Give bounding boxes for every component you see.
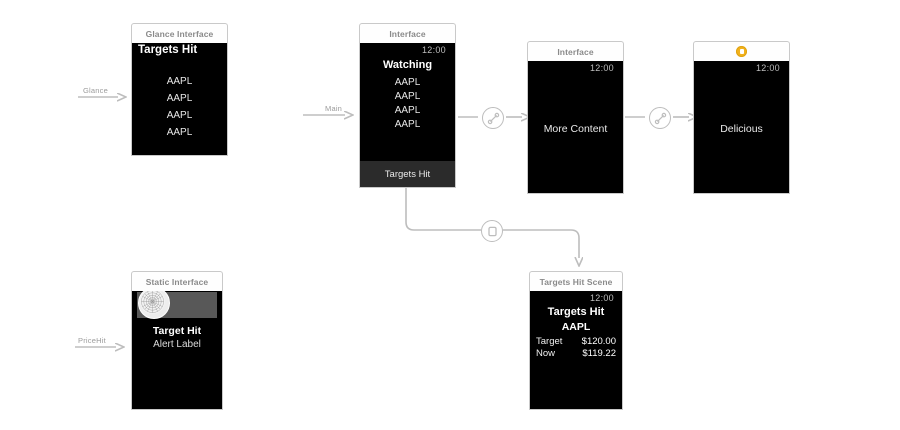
scene-static-interface[interactable]: Static Interface	[131, 271, 223, 410]
scene-targets-hit[interactable]: Targets Hit Scene 12:00 Targets Hit AAPL…	[529, 271, 623, 410]
screen-body-text: More Content	[543, 123, 608, 135]
list-item: AAPL	[166, 110, 193, 121]
status-time: 12:00	[589, 293, 614, 303]
wire-label-pricehit: PriceHit	[78, 336, 106, 345]
wire-label-main: Main	[325, 104, 343, 113]
status-time: 12:00	[589, 63, 614, 73]
scene-interface-watching[interactable]: Interface 12:00 Watching AAPL AAPL AAPL …	[359, 23, 456, 188]
detail-value: $120.00	[581, 336, 616, 347]
scene-title-text: Targets Hit Scene	[539, 276, 613, 287]
push-segue-icon	[487, 112, 499, 124]
scene-screen: 12:00 Delicious	[693, 61, 790, 194]
glance-header: Targets Hit	[138, 44, 198, 56]
detail-row: Now $119.22	[534, 348, 618, 359]
globe-icon	[138, 291, 170, 319]
push-segue-icon-1[interactable]	[482, 107, 504, 129]
status-time: 12:00	[755, 63, 780, 73]
push-segue-icon	[654, 112, 666, 124]
modal-segue-icon	[487, 226, 497, 236]
scene-title-bar[interactable]	[693, 41, 790, 61]
scene-title-text: Interface	[389, 28, 426, 39]
scene-title-text: Glance Interface	[145, 28, 214, 39]
screen-header: Watching	[382, 59, 433, 71]
list-item: AAPL	[394, 91, 421, 102]
scene-title-bar[interactable]: Interface	[527, 41, 624, 61]
scene-screen: 12:00 Targets Hit AAPL Target $120.00 No…	[529, 291, 623, 410]
notification-banner	[137, 291, 217, 319]
scene-screen: 12:00 Watching AAPL AAPL AAPL AAPL Targe…	[359, 43, 456, 188]
screen-body-text: Delicious	[720, 123, 763, 135]
scene-title-bar[interactable]: Targets Hit Scene	[529, 271, 623, 291]
detail-value: $119.22	[582, 348, 616, 359]
targets-hit-button[interactable]: Targets Hit	[360, 161, 455, 187]
scene-title-bar[interactable]: Static Interface	[131, 271, 223, 291]
watch-row-list: AAPL AAPL AAPL AAPL	[365, 77, 450, 130]
list-item: AAPL	[166, 93, 193, 104]
scene-title-text: Interface	[557, 46, 594, 57]
scene-title-bar[interactable]: Glance Interface	[131, 23, 228, 43]
detail-row: Target $120.00	[534, 336, 618, 347]
notification-subtitle: Alert Label	[153, 339, 201, 350]
list-item: AAPL	[166, 76, 193, 87]
detail-label: Now	[536, 348, 556, 359]
notification-title: Target Hit	[152, 325, 202, 337]
scene-title-text: Static Interface	[145, 276, 209, 287]
list-item: AAPL	[394, 119, 421, 130]
scene-interface-more-content[interactable]: Interface 12:00 More Content	[527, 41, 624, 194]
list-item: AAPL	[166, 127, 193, 138]
scene-glance-interface[interactable]: Glance Interface Targets Hit AAPL AAPL A…	[131, 23, 228, 156]
modal-segue-icon-badge[interactable]	[481, 220, 503, 242]
page-badge-icon	[736, 46, 747, 57]
scene-screen: Targets Hit AAPL AAPL AAPL AAPL	[131, 43, 228, 156]
list-item: AAPL	[394, 77, 421, 88]
scene-title-bar[interactable]: Interface	[359, 23, 456, 43]
push-segue-icon-2[interactable]	[649, 107, 671, 129]
screen-header: Targets Hit	[547, 306, 605, 318]
glance-row-list: AAPL AAPL AAPL AAPL	[137, 76, 222, 138]
detail-label: Target	[536, 336, 563, 347]
scene-screen: Target Hit Alert Label	[131, 291, 223, 410]
symbol-label: AAPL	[561, 321, 591, 333]
scene-screen: 12:00 More Content	[527, 61, 624, 194]
wire-label-glance: Glance	[83, 86, 108, 95]
list-item: AAPL	[394, 105, 421, 116]
scene-interface-delicious[interactable]: 12:00 Delicious	[693, 41, 790, 194]
status-time: 12:00	[421, 45, 446, 55]
